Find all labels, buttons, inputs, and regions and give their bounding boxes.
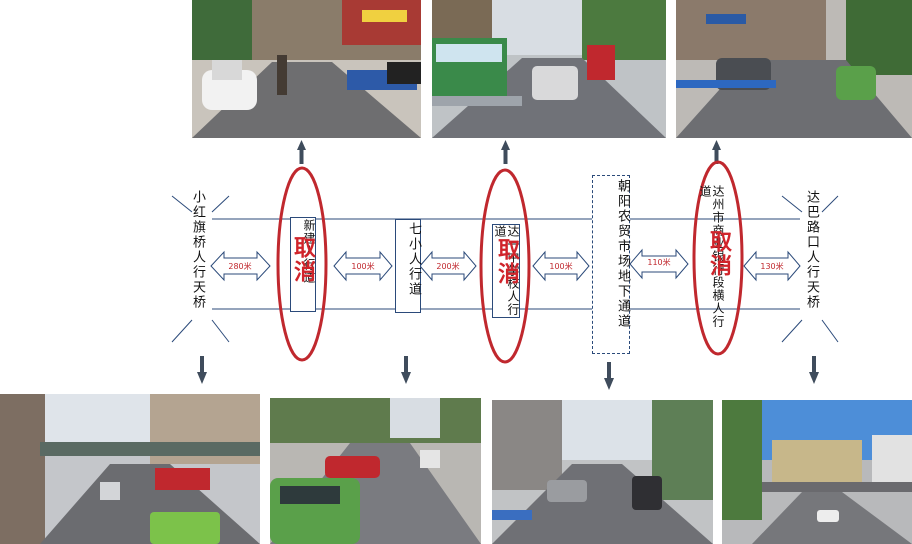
crossing-label-4: 达一中学校人行道 [492,224,520,318]
crossing-label-6: 达州市商业银行段横人行道 [698,185,725,328]
cancel-ellipse-3 [692,160,744,356]
down-arrow-4 [809,372,819,384]
distance-label-1: 280米 [228,262,252,271]
up-arrow-2 [501,140,510,150]
crossing-label-2: 新建人行道 [290,217,316,312]
street-photo-bottom-1 [0,394,260,544]
distance-label-6: 130米 [760,262,784,271]
distance-arrow-5 [629,248,689,280]
down-arrow-1 [197,372,207,384]
street-photo-bottom-3 [492,400,713,544]
distance-arrow-4 [532,250,590,282]
distance-label-5: 110米 [647,258,671,267]
distance-arrow-2 [333,250,393,282]
cancel-ellipse-1 [276,166,328,362]
crossing-label-3: 七小人行道 [395,219,421,313]
bridge-bracket-left-bot [171,319,193,343]
crossing-label-7: 达巴路口人行天桥 [804,190,819,310]
crossing-label-1: 小红旗桥人行天桥 [190,190,205,310]
cancel-label-3: 取消 [706,230,731,278]
distance-label-4: 100米 [549,262,573,271]
down-arrow-2 [401,372,411,384]
street-photo-top-1 [192,0,421,138]
bridge-bracket-right-top [781,195,803,213]
bridge-bracket-right-bot2 [821,319,839,343]
street-photo-top-3 [676,0,912,138]
distance-arrow-3 [419,250,477,282]
bridge-bracket-left-top2 [211,195,230,213]
cancel-label-2: 取消 [494,238,519,286]
cancel-label-1: 取消 [290,236,315,284]
up-arrow-3 [712,140,721,150]
up-arrow-1 [297,140,306,150]
distance-arrow-6 [743,250,801,282]
bridge-bracket-left-bot2 [211,319,230,343]
cancel-ellipse-2 [479,168,531,364]
crossing-label-5: 朝阳农贸市场地下通道 [592,175,630,354]
street-photo-bottom-2 [270,398,481,544]
distance-label-2: 100米 [351,262,375,271]
bridge-bracket-right-top2 [821,195,839,213]
distance-arrow-1 [210,250,271,282]
down-arrow-3 [604,378,614,390]
bridge-bracket-right-bot [781,319,803,343]
distance-label-3: 200米 [436,262,460,271]
street-photo-top-2 [432,0,666,138]
bridge-bracket-left-top [171,195,193,213]
street-photo-bottom-4 [722,400,912,544]
